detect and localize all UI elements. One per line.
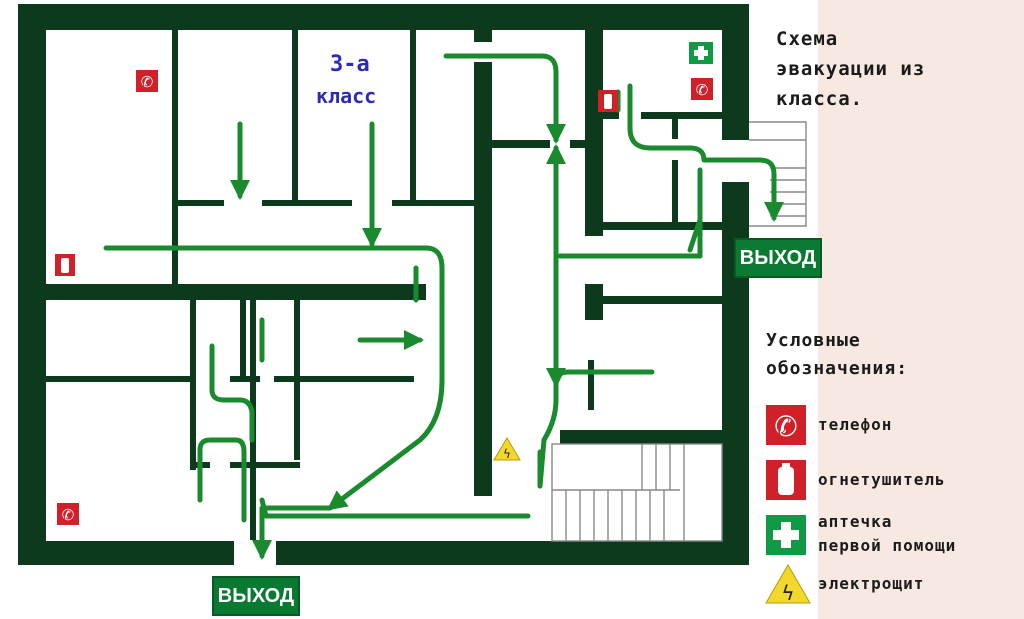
svg-text:✆: ✆ <box>141 73 154 91</box>
class-label-text: класс <box>316 84 377 108</box>
legend-heading-2: обозначения: <box>766 358 909 379</box>
electric-panel-icon: ϟ <box>493 437 521 461</box>
phone-icon: ✆ <box>766 405 806 445</box>
legend-label-extinguisher: огнетушитель <box>818 470 946 489</box>
first-aid-icon <box>689 42 713 64</box>
phone-icon: ✆ <box>691 78 713 100</box>
svg-text:ϟ: ϟ <box>781 581 794 605</box>
phone-icon: ✆ <box>136 70 158 92</box>
first-aid-icon <box>766 515 806 555</box>
inner-walls <box>46 30 722 540</box>
title-line-3: класса. <box>776 88 864 110</box>
legend-background <box>818 0 1024 619</box>
exit-sign-bottom: ВЫХОД <box>212 576 300 616</box>
legend-label-first-aid-1: аптечка <box>818 512 893 531</box>
electric-panel-icon: ϟ <box>765 564 811 605</box>
fire-extinguisher-icon <box>55 254 75 276</box>
fire-extinguisher-icon <box>598 90 618 112</box>
legend-label-electric: электрощит <box>818 574 925 593</box>
svg-text:✆: ✆ <box>62 506 75 524</box>
legend-heading-1: Условные <box>766 330 861 351</box>
svg-text:ϟ: ϟ <box>503 447 511 461</box>
svg-text:✆: ✆ <box>774 410 797 443</box>
exit-sign-right: ВЫХОД <box>734 238 822 278</box>
title-line-2: эвакуации из <box>776 58 926 80</box>
svg-text:✆: ✆ <box>696 81 709 99</box>
fire-extinguisher-icon <box>766 460 806 500</box>
stairs-lower <box>551 443 723 542</box>
evacuation-routes <box>103 53 784 560</box>
legend-label-phone: телефон <box>818 415 893 434</box>
title-line-1: Схема <box>776 28 839 50</box>
legend-label-first-aid-2: первой помощи <box>818 536 957 555</box>
class-label-number: 3-а <box>330 52 370 77</box>
phone-icon: ✆ <box>57 503 79 525</box>
outer-walls <box>18 4 749 565</box>
stairs-upper <box>749 121 807 227</box>
